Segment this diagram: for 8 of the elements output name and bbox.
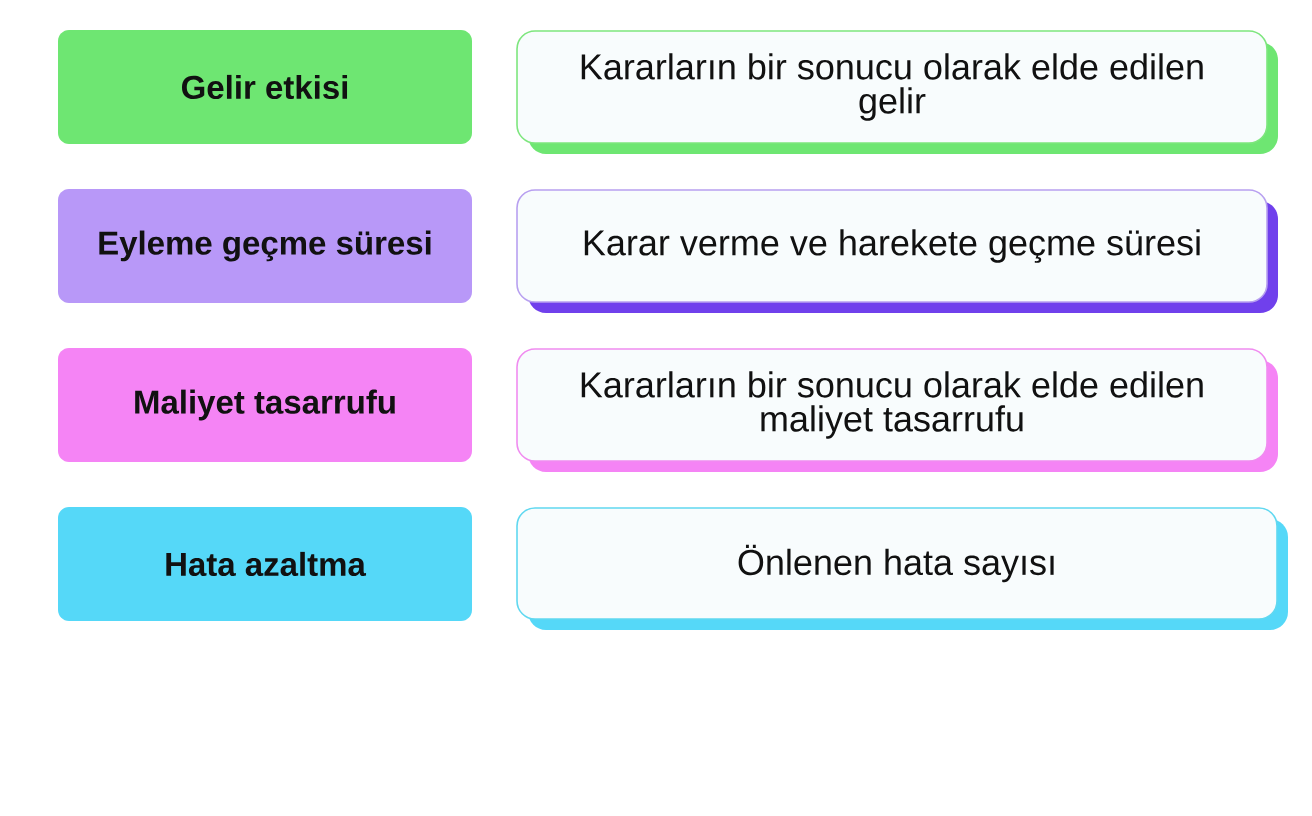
label-box: Gelir etkisi (58, 30, 472, 144)
description-card: Kararların bir sonucu olarak elde edilen gelir (516, 30, 1278, 154)
label-box: Maliyet tasarrufu (58, 348, 472, 462)
label-box: Hata azaltma (58, 507, 472, 621)
description-card: Önlenen hata sayısı (516, 507, 1288, 630)
label-box: Eyleme geçme süresi (58, 189, 472, 303)
description-card: Karar verme ve harekete geçme süresi (516, 189, 1278, 313)
description-card: Kararların bir sonucu olarak elde edilen maliyet tasarrufu (516, 348, 1278, 472)
